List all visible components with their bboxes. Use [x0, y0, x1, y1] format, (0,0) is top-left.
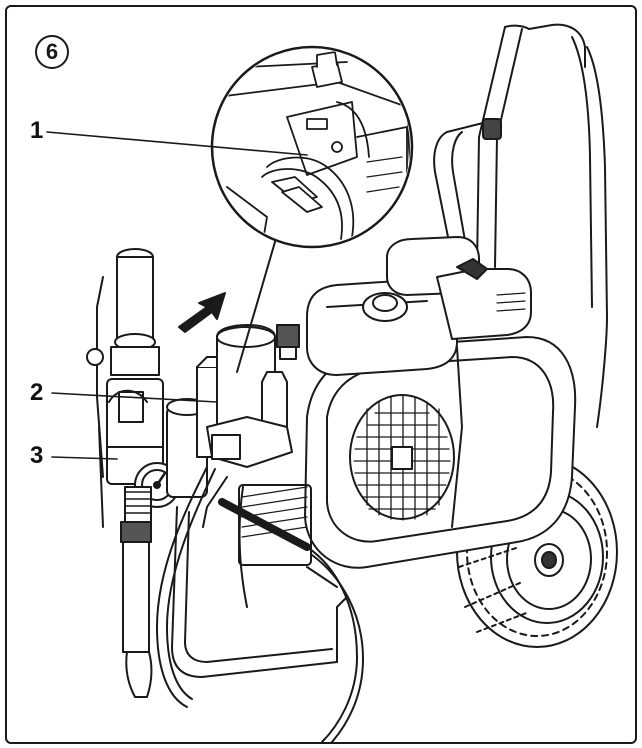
pump-assembly	[86, 248, 300, 698]
callout-label-2: 2	[30, 379, 44, 406]
leader-line-2	[51, 392, 218, 403]
cart-handle	[433, 23, 608, 428]
callout-leader-lines	[46, 131, 308, 460]
zoom-pointer-line	[236, 234, 278, 373]
engine-housing	[238, 236, 577, 569]
callout-label-3: 3	[30, 442, 44, 469]
leader-line-1	[46, 131, 308, 156]
sprayer-illustration	[46, 23, 618, 742]
zoom-detail-circle	[210, 45, 414, 249]
cart-frame	[171, 506, 348, 678]
callout-label-1: 1	[30, 117, 44, 144]
direction-arrow-icon	[178, 292, 226, 333]
step-number-badge: 6	[35, 35, 69, 69]
figure-frame: 6 1 2 3	[5, 5, 637, 744]
leader-line-3	[51, 456, 118, 460]
